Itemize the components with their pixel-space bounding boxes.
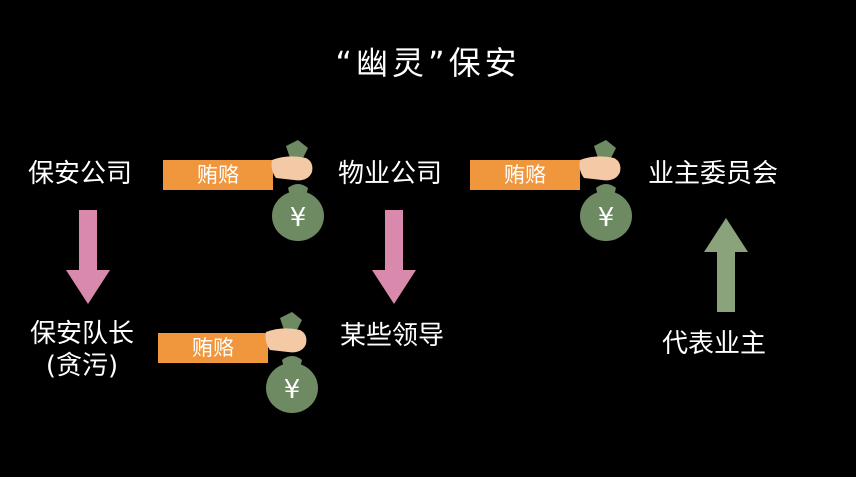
- node-security-captain-label: 保安队长: [30, 319, 135, 349]
- yuan-symbol: ¥: [290, 203, 307, 233]
- node-security-captain-note: (贪污): [45, 351, 119, 381]
- arrow-up-owners: [704, 218, 748, 312]
- node-some-leaders: 某些领导: [340, 321, 445, 351]
- money-bag-icon: ¥: [576, 138, 638, 242]
- yuan-symbol: ¥: [284, 375, 301, 405]
- bribe-bar-top-left: 贿赂: [163, 160, 273, 190]
- bribe-bar-bottom: 贿赂: [158, 333, 268, 363]
- node-owner-representative: 代表业主: [662, 329, 767, 359]
- node-owners-committee: 业主委员会: [648, 159, 779, 189]
- money-bag-icon: ¥: [262, 310, 324, 414]
- diagram-title: “幽灵”保安: [335, 44, 521, 82]
- arrow-down-security: [66, 210, 110, 304]
- node-security-company: 保安公司: [28, 159, 133, 189]
- money-bag-icon: ¥: [268, 138, 330, 242]
- arrow-down-property: [372, 210, 416, 304]
- node-property-company: 物业公司: [338, 159, 443, 189]
- bribe-bar-top-right: 贿赂: [470, 160, 580, 190]
- yuan-symbol: ¥: [598, 203, 615, 233]
- node-security-captain: 保安队长 (贪污): [30, 318, 134, 382]
